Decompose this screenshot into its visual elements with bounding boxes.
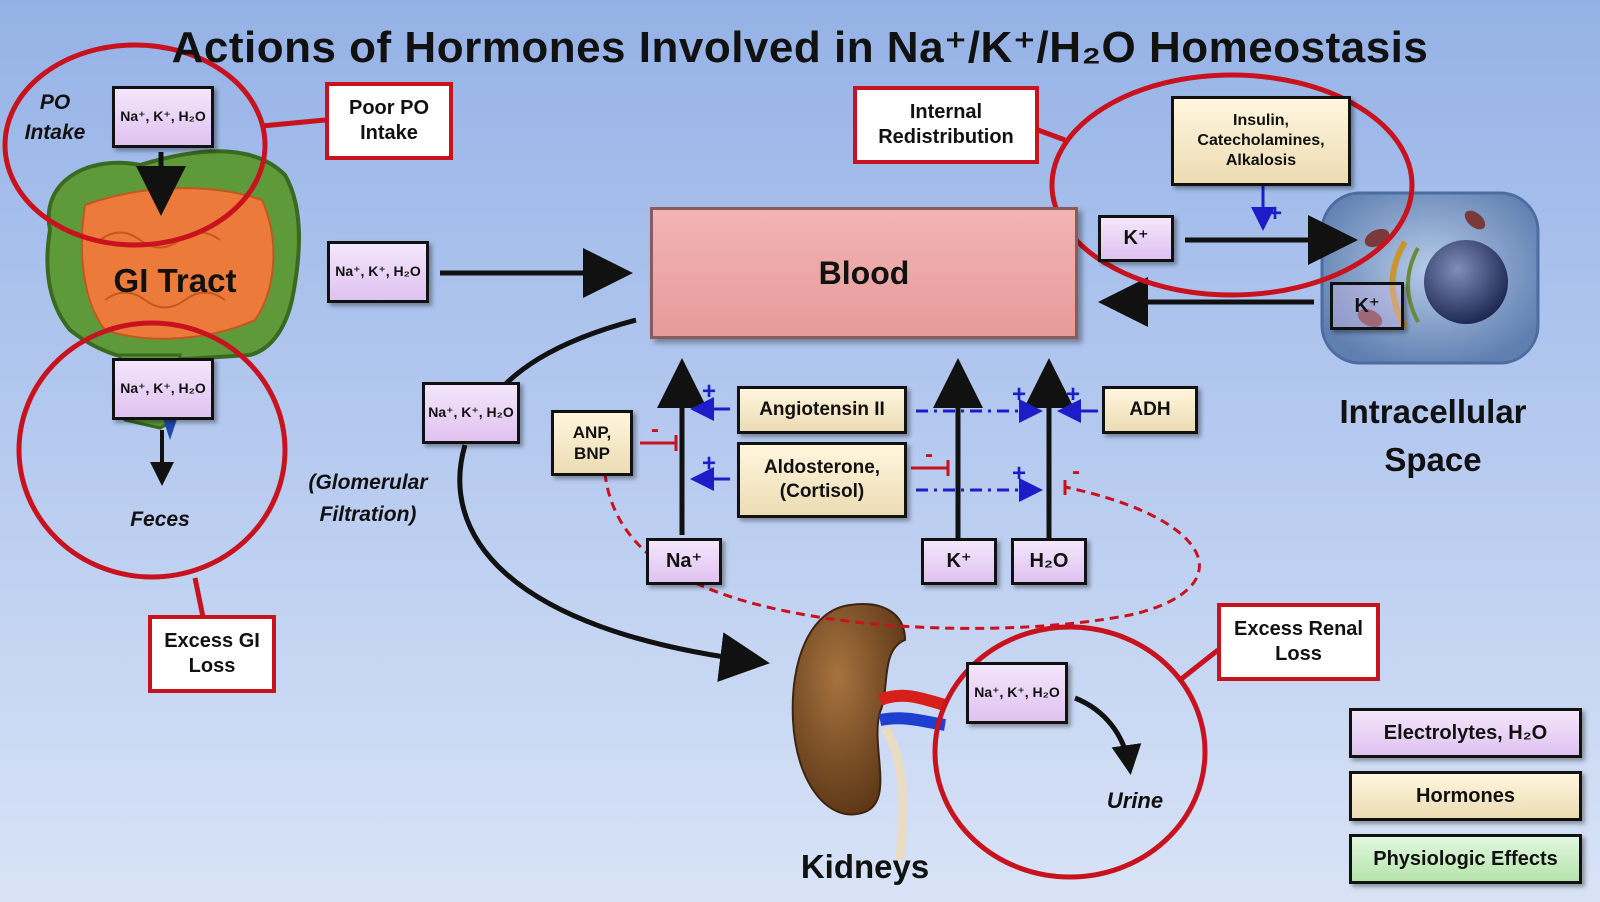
anp-na-inhibit-sign: - <box>651 416 659 443</box>
angiotensin-ii-box: Angiotensin II <box>737 386 907 434</box>
glomerular-filtration-label: (Glomerular Filtration) <box>308 471 428 526</box>
aldosterone-na-stimulate-sign: + <box>702 450 717 477</box>
gi-loss-electrolytes-box: Na⁺, K⁺, H₂O <box>112 358 214 420</box>
legend-physiologic-effects: Physiologic Effects <box>1349 834 1582 884</box>
h2o-feedback-inhibit-sign: - <box>1072 458 1080 485</box>
urine-electrolytes-box: Na⁺, K⁺, H₂O <box>966 662 1068 724</box>
adh-h2o-stimulate-sign: + <box>1066 381 1081 408</box>
flow-arrows <box>136 152 1358 775</box>
insulin-catecholamines-alkalosis-box: Insulin, Catecholamines, Alkalosis <box>1171 96 1351 186</box>
blood-potassium-box: K⁺ <box>1098 215 1174 262</box>
legend-electrolytes: Electrolytes, H₂O <box>1349 708 1582 758</box>
feces-label: Feces <box>130 508 190 531</box>
excess-gi-loss-box: Excess GI Loss <box>148 615 276 693</box>
inhibitory-lines <box>603 435 1201 630</box>
stimulatory-arrows <box>690 186 1275 502</box>
blood-compartment: Blood <box>650 207 1078 339</box>
cell-potassium-box: K⁺ <box>1330 282 1404 330</box>
poor-intake-circle <box>2 42 268 248</box>
intracellular-space-label: Intracellular Space <box>1339 393 1527 478</box>
poor-po-intake-box: Poor PO Intake <box>325 82 453 160</box>
sodium-reabsorption-box: Na⁺ <box>646 538 722 585</box>
renal-loss-circle <box>932 624 1208 880</box>
redistribution-circle <box>1049 72 1415 298</box>
insulin-stimulate-sign: + <box>1268 200 1283 227</box>
kidneys-label: Kidneys <box>800 848 930 885</box>
filtration-electrolytes-box: Na⁺, K⁺, H₂O <box>422 382 520 444</box>
cell-illustration <box>1320 191 1540 365</box>
adh-box: ADH <box>1102 386 1198 434</box>
kidney-illustration <box>791 603 947 861</box>
urine-label: Urine <box>1106 788 1164 813</box>
page-title: Actions of Hormones Involved in Na⁺/K⁺/H… <box>171 23 1429 72</box>
gi-tract-label: GI Tract <box>113 262 237 299</box>
angiotensin-h2o-stimulate-sign: + <box>1012 381 1027 408</box>
internal-redistribution-box: Internal Redistribution <box>853 86 1039 164</box>
water-reabsorption-box: H₂O <box>1011 538 1087 585</box>
gi-loss-circle <box>16 320 288 580</box>
potassium-reabsorption-box: K⁺ <box>921 538 997 585</box>
gi-absorption-electrolytes-box: Na⁺, K⁺, H₂O <box>327 241 429 303</box>
aldosterone-k-inhibit-sign: - <box>925 441 933 468</box>
po-intake-label: PO Intake <box>24 91 86 144</box>
angiotensin-na-stimulate-sign: + <box>702 378 717 405</box>
gi-tract-illustration <box>45 149 301 440</box>
legend-hormones: Hormones <box>1349 771 1582 821</box>
effect-circles <box>2 42 1415 880</box>
anp-bnp-box: ANP, BNP <box>551 410 633 476</box>
aldosterone-h2o-stimulate-sign: + <box>1012 460 1027 487</box>
intake-electrolytes-box: Na⁺, K⁺, H₂O <box>112 86 214 148</box>
aldosterone-cortisol-box: Aldosterone, (Cortisol) <box>737 442 907 518</box>
excess-renal-loss-box: Excess Renal Loss <box>1217 603 1380 681</box>
